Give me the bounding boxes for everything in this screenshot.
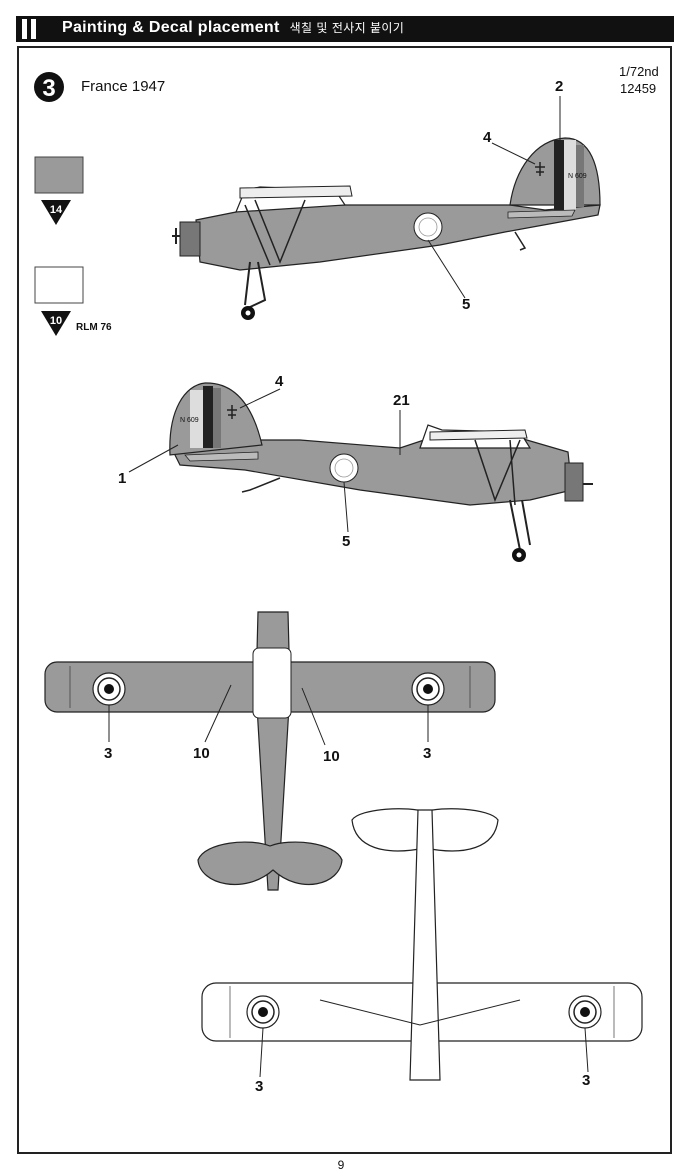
callout-1: 1	[118, 470, 127, 487]
aircraft-side-view-right: N 609	[172, 137, 601, 320]
fuselage-code-right: N 609	[568, 173, 587, 180]
header-marks	[22, 19, 44, 39]
aircraft-top-view	[44, 611, 496, 891]
callout-4-right: 4	[483, 129, 492, 146]
aircraft-side-view-left: N 609	[169, 382, 593, 562]
paint-swatch-2: 10 RLM 76	[34, 266, 112, 336]
paint-swatch-1: 14	[34, 156, 84, 225]
kit-code: 12459	[620, 81, 657, 96]
callout-3-top-left: 3	[104, 745, 113, 762]
paint-code-2: 10	[50, 315, 62, 327]
callout-10-left: 10	[193, 745, 210, 762]
scheme-number: 3	[42, 75, 55, 102]
instruction-frame	[17, 46, 672, 1154]
callout-3-bottom-left: 3	[255, 1078, 264, 1095]
fuselage-code-left: N 609	[180, 417, 199, 424]
callout-10-right: 10	[323, 748, 340, 765]
header-subtitle: 색칠 및 전사지 붙이기	[289, 21, 405, 35]
paint-code-1: 14	[50, 204, 63, 216]
callout-5-left: 5	[342, 533, 351, 550]
callout-3-bottom-right: 3	[582, 1072, 591, 1089]
callout-leaders	[108, 96, 589, 1078]
page-number: 9	[337, 1158, 345, 1172]
paint-name-2: RLM 76	[76, 322, 112, 333]
callout-4-left: 4	[275, 373, 284, 390]
aircraft-bottom-view	[201, 808, 643, 1081]
header-title-text: Painting & Decal placement	[62, 19, 280, 36]
callout-5-right: 5	[462, 296, 471, 313]
callout-3-top-right: 3	[423, 745, 432, 762]
section-header: Painting & Decal placement 색칠 및 전사지 붙이기	[16, 16, 674, 42]
callout-2: 2	[555, 78, 564, 95]
scheme-badge: 3	[34, 72, 64, 102]
header-title: Painting & Decal placement 색칠 및 전사지 붙이기	[62, 19, 404, 37]
scheme-name: France 1947	[81, 78, 166, 95]
callout-21: 21	[393, 392, 410, 409]
kit-scale: 1/72nd	[619, 64, 659, 79]
